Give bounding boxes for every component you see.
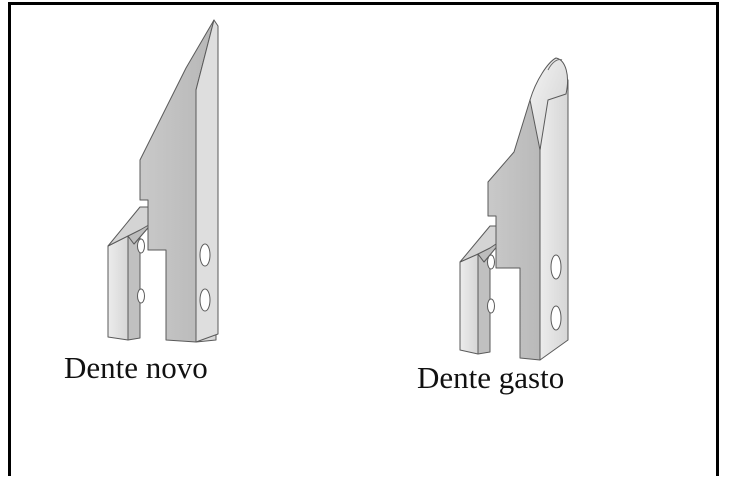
worn-tooth-caption: Dente gasto: [417, 360, 565, 395]
new-tooth-bracket-hole-upper: [137, 238, 145, 254]
new-tooth-hole-lower: [199, 288, 211, 312]
worn-tooth-hole-upper: [550, 254, 562, 280]
worn-tooth-bracket-hole-lower: [487, 298, 495, 314]
worn-tooth-drawing: [459, 57, 569, 361]
new-tooth-hole-upper: [199, 243, 211, 267]
new-tooth-drawing: [107, 19, 219, 343]
worn-tooth-bracket-hole-upper: [487, 254, 495, 270]
new-tooth-caption: Dente novo: [64, 350, 208, 385]
new-tooth-bracket-hole-lower: [137, 288, 145, 304]
worn-tooth-hole-lower: [550, 305, 562, 331]
